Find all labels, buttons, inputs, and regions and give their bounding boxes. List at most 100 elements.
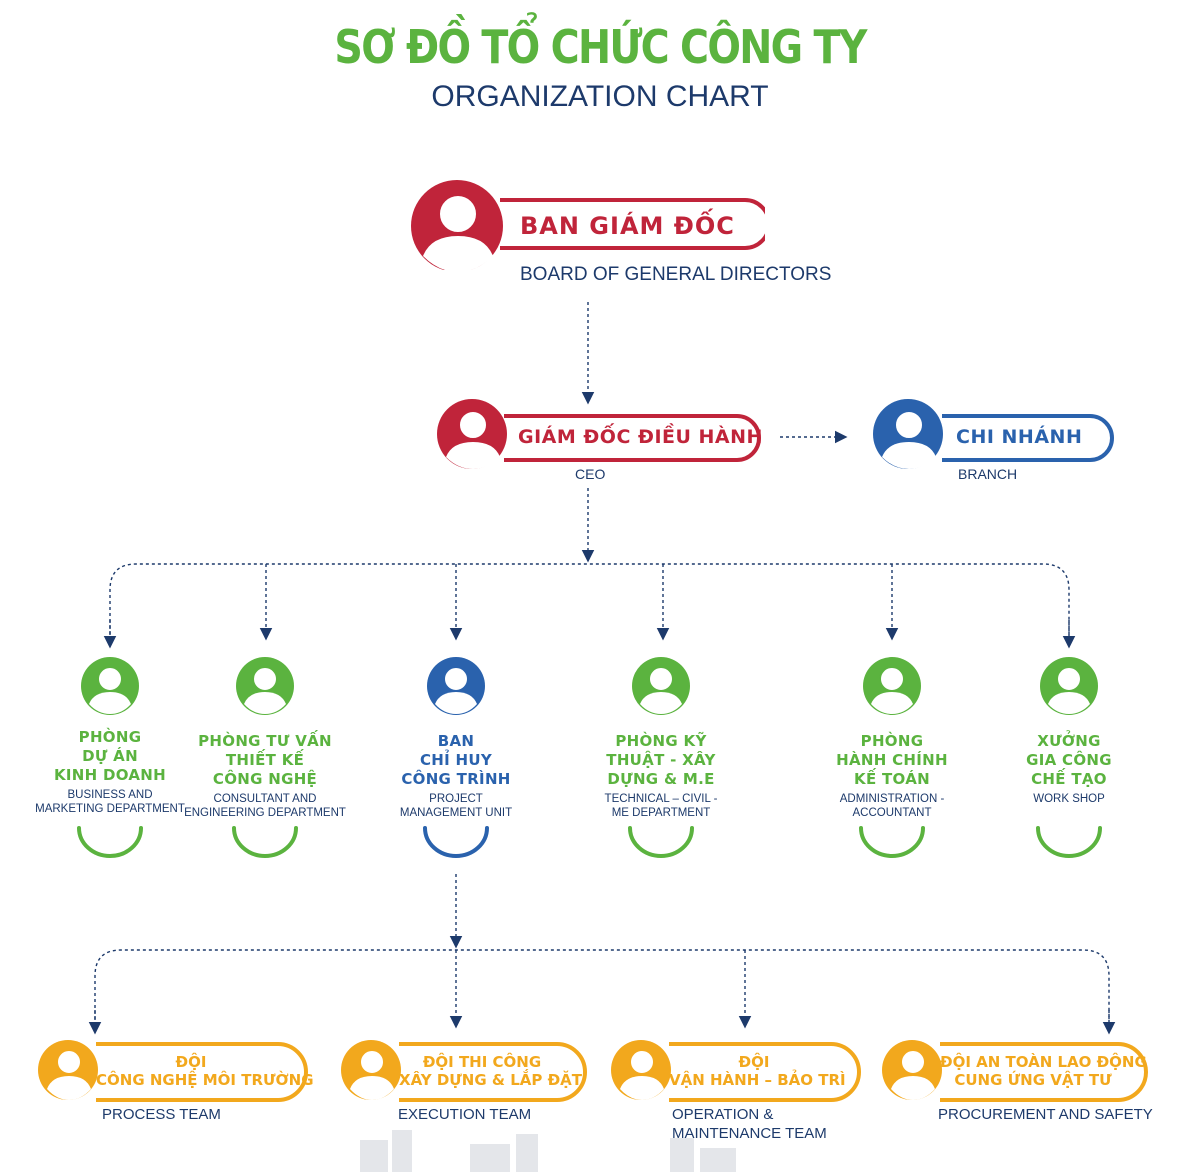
department-english-line: ACCOUNTANT <box>852 807 932 819</box>
department-english-line: MANAGEMENT UNIT <box>399 807 513 819</box>
department-english-line: TECHNICAL – CIVIL - <box>604 793 718 805</box>
department-label-line: PHÒNG KỸ <box>615 732 707 750</box>
branch-english: BRANCH <box>958 466 1018 482</box>
board-english: BOARD OF GENERAL DIRECTORS <box>520 264 832 285</box>
department-english: BUSINESS AND MARKETING DEPARTMENT <box>20 788 200 816</box>
board-label: BAN GIÁM ĐỐC <box>520 212 735 240</box>
team-label-line: CUNG ỨNG VẬT TƯ <box>954 1071 1112 1089</box>
person-icon <box>458 410 488 440</box>
department-english: TECHNICAL – CIVIL - ME DEPARTMENT <box>571 792 751 820</box>
department-arc <box>628 826 694 858</box>
department-english-line: MARKETING DEPARTMENT <box>35 803 185 815</box>
department-label-line: CHẾ TẠO <box>1031 770 1107 788</box>
department-english-line: PROJECT <box>429 793 483 805</box>
person-icon <box>427 657 485 715</box>
person-icon <box>81 657 139 715</box>
team-english-line: OPERATION & <box>672 1106 774 1123</box>
ceo-label: GIÁM ĐỐC ĐIỀU HÀNH <box>518 426 763 448</box>
team-label-line: XÂY DỰNG & LẮP ĐẶT <box>399 1071 582 1089</box>
department-english-line: ME DEPARTMENT <box>611 807 711 819</box>
department-english-line: BUSINESS AND <box>67 789 153 801</box>
team-english: PROCUREMENT AND SAFETY <box>938 1105 1153 1124</box>
department-english-line: WORK SHOP <box>1033 793 1105 805</box>
team-english: EXECUTION TEAM <box>398 1105 531 1124</box>
department-label-line: DỰ ÁN <box>82 747 138 765</box>
team-node <box>882 1040 1148 1102</box>
branch-node <box>873 399 1114 469</box>
person-icon <box>863 657 921 715</box>
team-node <box>341 1040 587 1102</box>
department-label-line: THUẬT - XÂY <box>606 751 716 769</box>
person-icon <box>1040 657 1098 715</box>
team-node <box>611 1040 861 1102</box>
department-english-line: ADMINISTRATION - <box>839 793 945 805</box>
department-label-line: PHÒNG TƯ VẤN <box>198 732 332 750</box>
department-label-line: GIA CÔNG <box>1026 751 1112 769</box>
person-icon <box>629 1049 655 1075</box>
department-label-line: KINH DOANH <box>53 766 167 784</box>
department-english: PROJECT MANAGEMENT UNIT <box>366 792 546 820</box>
team-english-line: PROCUREMENT AND SAFETY <box>938 1106 1153 1123</box>
team-english: PROCESS TEAM <box>102 1105 221 1124</box>
department-label-line: THIẾT KẾ <box>225 751 305 769</box>
person-icon <box>236 657 294 715</box>
team-bus-line <box>94 949 1110 1032</box>
department-label-line: PHÒNG <box>860 732 924 750</box>
department-english-line: CONSULTANT AND <box>213 793 317 805</box>
department-label-line: DỰNG & M.E <box>607 770 715 788</box>
team-english-line: MAINTENANCE TEAM <box>672 1125 827 1142</box>
department-label-line: KẾ TOÁN <box>854 770 930 788</box>
department-arc <box>77 826 143 858</box>
department-english: WORK SHOP <box>979 792 1159 806</box>
department-english: CONSULTANT AND ENGINEERING DEPARTMENT <box>175 792 355 820</box>
department-english: ADMINISTRATION - ACCOUNTANT <box>802 792 982 820</box>
team-label-line: ĐỘI THI CÔNG <box>422 1053 542 1071</box>
team-english-line: PROCESS TEAM <box>102 1106 221 1123</box>
page-title: SƠ ĐỒ TỔ CHỨC CÔNG TY <box>334 20 867 74</box>
dept-bus-line <box>109 563 1070 646</box>
department-arc <box>1036 826 1102 858</box>
team-label-line: ĐỘI AN TOÀN LAO ĐỘNG <box>940 1053 1147 1071</box>
person-icon <box>894 410 924 440</box>
person-icon <box>438 194 478 234</box>
department-arc <box>232 826 298 858</box>
department-label-line: PHÒNG <box>78 728 142 746</box>
team-english: OPERATION & MAINTENANCE TEAM <box>672 1105 827 1143</box>
person-icon <box>359 1049 385 1075</box>
person-icon <box>56 1049 82 1075</box>
department-arc <box>423 826 489 858</box>
department-arc <box>859 826 925 858</box>
board-node <box>411 180 765 270</box>
department-label-line: BAN <box>437 732 475 750</box>
team-label-line: CÔNG NGHỆ MÔI TRƯỜNG <box>96 1071 314 1089</box>
team-english-line: EXECUTION TEAM <box>398 1106 532 1123</box>
team-label-line: ĐỘI <box>738 1053 770 1071</box>
branch-label: CHI NHÁNH <box>956 426 1083 448</box>
person-icon <box>632 657 690 715</box>
skyline-decoration <box>360 1130 736 1172</box>
department-english-line: ENGINEERING DEPARTMENT <box>184 807 346 819</box>
page-subtitle: ORGANIZATION CHART <box>431 80 769 113</box>
person-icon <box>900 1049 926 1075</box>
department-label-line: CÔNG NGHỆ <box>212 770 318 788</box>
department-label-line: CHỈ HUY <box>419 751 493 769</box>
department-label-line: CÔNG TRÌNH <box>401 770 511 788</box>
ceo-node <box>437 399 761 469</box>
ceo-english: CEO <box>575 466 606 482</box>
department-label-line: HÀNH CHÍNH <box>836 751 948 769</box>
team-node <box>38 1040 308 1102</box>
department-label-line: XƯỞNG <box>1037 732 1101 750</box>
team-label-line: VẬN HÀNH – BẢO TRÌ <box>669 1071 846 1089</box>
team-label-line: ĐỘI <box>175 1053 207 1071</box>
